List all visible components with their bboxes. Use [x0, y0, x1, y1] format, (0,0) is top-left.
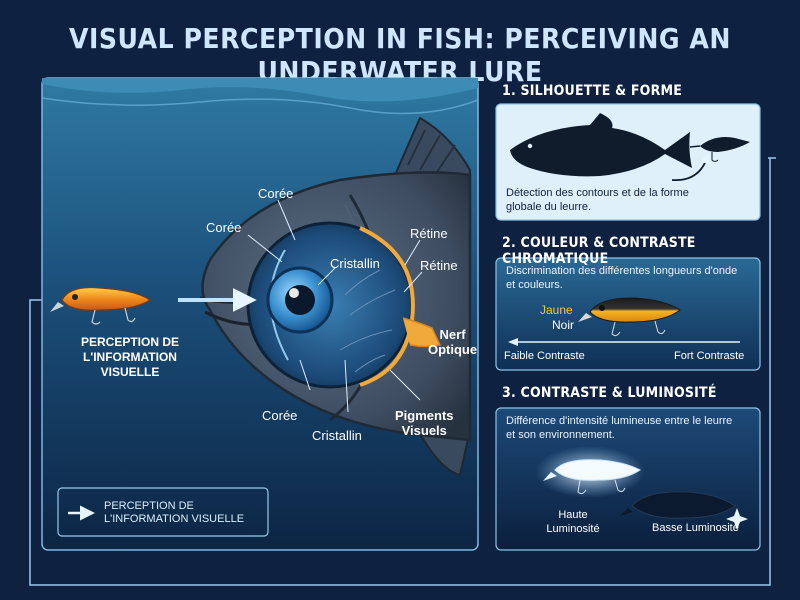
- section-1-description: Détection des contours et de la forme gl…: [506, 187, 689, 213]
- label-coree-bottom: Corée: [262, 408, 298, 423]
- legend-box: [57, 487, 269, 537]
- section-3-description: Différence d'intensité lumineuse entre l…: [506, 415, 733, 441]
- color-label-yellow: Jaune: [540, 303, 573, 317]
- label-cristallin-top: Cristallin: [330, 256, 380, 271]
- label-pigments-visuels: Pigments Visuels: [395, 408, 454, 438]
- scale-high-label: Fort Contraste: [674, 350, 745, 362]
- panel-color: [495, 257, 761, 371]
- panel-silhouette: [495, 103, 761, 221]
- label-cristallin-bottom: Cristallin: [312, 428, 362, 443]
- connector-line: [29, 158, 771, 586]
- page-title: VISUAL PERCEPTION IN FISH: PERCEIVING AN…: [69, 22, 731, 88]
- section-3-title: 3. CONTRASTE & LUMINOSITÉ: [502, 385, 717, 401]
- color-label-black: Noir: [552, 318, 575, 332]
- sparkle-icon: [726, 508, 748, 530]
- orange-lure: [50, 286, 152, 325]
- label-retine-1: Rétine: [410, 226, 448, 241]
- label-coree-left: Corée: [206, 220, 242, 235]
- panel-luminosity: [495, 407, 761, 551]
- section-2-title: 2. COULEUR & CONTRASTE CHROMATIQUE: [502, 235, 696, 267]
- eye-cross-section: [246, 221, 442, 389]
- label-leaders: [247, 199, 423, 413]
- label-nerf-optique: Nerf Optique: [428, 327, 478, 357]
- label-coree-top: Corée: [258, 186, 294, 201]
- section-2-description: Discrimination des différentes longueurs…: [506, 265, 738, 291]
- low-luminosity-label: Basse Luminosité: [652, 522, 739, 534]
- lure-caption: PERCEPTION DE L'INFORMATION VISUELLE: [80, 335, 179, 379]
- label-retine-2: Rétine: [420, 258, 458, 273]
- high-luminosity-label: Haute Luminosité: [546, 509, 600, 535]
- section-1-title: 1. SILHOUETTE & FORME: [502, 83, 683, 99]
- scale-low-label: Faible Contraste: [504, 350, 585, 362]
- legend-text: PERCEPTION DE L'INFORMATION VISUELLE: [104, 500, 245, 525]
